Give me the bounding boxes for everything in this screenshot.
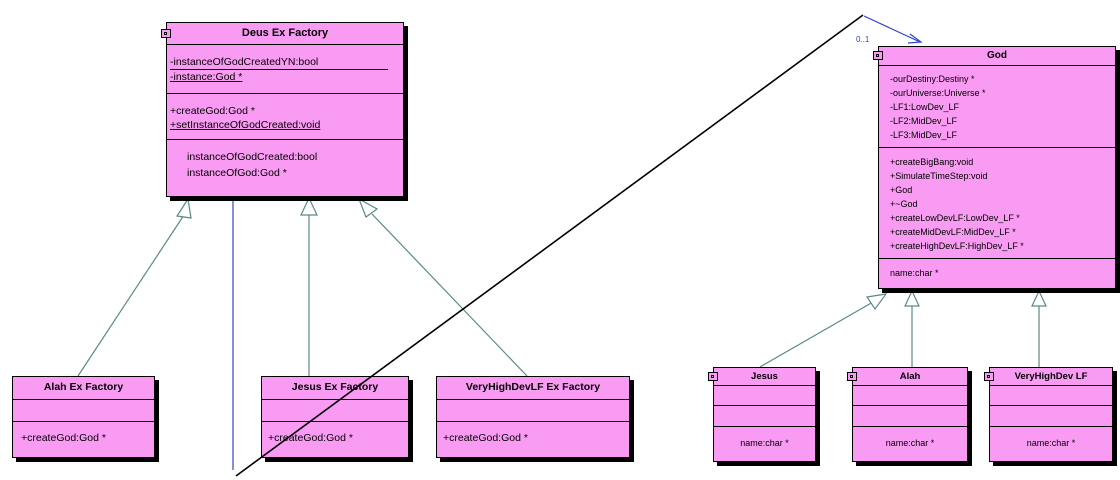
method: +createGod:God * [170, 105, 255, 117]
properties-section: name:char * [853, 427, 967, 448]
inheritance-jesus [759, 293, 888, 368]
class-title: God [987, 50, 1007, 61]
property: name:char * [1026, 438, 1076, 448]
component-icon [708, 371, 718, 381]
method: +setInstanceOfGodCreated:void [170, 119, 321, 131]
attributes-section: -ourDestiny:Destiny * -ourUniverse:Unive… [879, 66, 1115, 148]
empty-section [853, 386, 967, 406]
empty-section [13, 399, 154, 422]
class-title: Deus Ex Factory [241, 27, 329, 39]
empty-section [262, 399, 408, 422]
attribute: -ourDestiny:Destiny * [890, 74, 975, 84]
class-header: Jesus [708, 368, 815, 386]
class-jesus-ex-factory[interactable]: Jesus Ex Factory +createGod:God * [261, 376, 409, 458]
empty-section [990, 386, 1112, 406]
class-jesus[interactable]: Jesus name:char * [708, 367, 816, 462]
component-icon [984, 371, 994, 381]
property: instanceOfGodCreated:bool [187, 151, 318, 163]
method: +SimulateTimeStep:void [890, 171, 988, 181]
methods-section: +createBigBang:void +SimulateTimeStep:vo… [879, 148, 1115, 259]
class-veryhighdevlf-ex-factory[interactable]: VeryHighDevLF Ex Factory +createGod:God … [436, 376, 630, 458]
class-title: Jesus Ex Factory [291, 381, 379, 393]
properties-section: instanceOfGodCreated:bool instanceOfGod:… [167, 140, 403, 181]
multiplicity-label: 0..1 [856, 35, 870, 44]
properties-section: name:char * [990, 427, 1112, 448]
class-header: Deus Ex Factory [161, 23, 403, 45]
properties-section: name:char * [714, 427, 815, 448]
class-header: God [873, 47, 1115, 66]
method: +createLowDevLF:LowDev_LF * [890, 213, 1020, 223]
association-god [863, 15, 923, 44]
class-deus-ex-factory[interactable]: Deus Ex Factory -instanceOfGodCreatedYN:… [161, 22, 404, 197]
class-god[interactable]: God -ourDestiny:Destiny * -ourUniverse:U… [873, 46, 1116, 289]
class-header: Alah [847, 368, 967, 386]
inheritance-alah-factory [77, 197, 192, 377]
property: name:char * [885, 438, 935, 448]
method: +createMidDevLF:MidDev_LF * [890, 227, 1016, 237]
empty-section [714, 406, 815, 427]
class-title: VeryHighDev LF [1014, 371, 1088, 382]
attribute: -LF2:MidDev_LF [890, 116, 958, 126]
inheritance-alah [904, 289, 920, 367]
method: +God [890, 185, 913, 195]
method: +createGod:God * [443, 432, 528, 444]
property: instanceOfGod:God * [187, 167, 287, 179]
empty-section [437, 399, 629, 422]
class-header: Jesus Ex Factory [262, 377, 408, 399]
empty-section [853, 406, 967, 427]
component-icon [161, 28, 171, 38]
inheritance-vhd-factory [357, 197, 528, 377]
component-icon [873, 51, 883, 60]
attribute: -instanceOfGodCreatedYN:bool [170, 56, 388, 70]
inheritance-jesus-factory [300, 196, 318, 376]
class-alah-ex-factory[interactable]: Alah Ex Factory +createGod:God * [12, 376, 155, 458]
attribute: -instance:God * [170, 71, 243, 83]
class-alah[interactable]: Alah name:char * [847, 367, 968, 462]
methods-section: +createGod:God * [262, 422, 408, 444]
property: name:char * [890, 268, 939, 278]
class-veryhighdev-lf[interactable]: VeryHighDev LF name:char * [984, 367, 1113, 462]
methods-section: +createGod:God * [437, 422, 629, 444]
empty-section [990, 406, 1112, 427]
inheritance-vhd [1031, 289, 1047, 367]
attribute: -LF1:LowDev_LF [890, 102, 960, 112]
method: +~God [890, 199, 918, 209]
component-icon [847, 371, 857, 381]
attribute: -ourUniverse:Universe * [890, 88, 986, 98]
attributes-section: -instanceOfGodCreatedYN:bool -instance:G… [167, 45, 403, 94]
property: name:char * [740, 438, 789, 448]
method: +createHighDevLF:HighDev_LF * [890, 241, 1024, 251]
class-title: Alah [899, 371, 921, 382]
methods-section: +createGod:God * +setInstanceOfGodCreate… [167, 94, 403, 140]
class-title: Jesus [751, 371, 778, 382]
method: +createGod:God * [268, 432, 353, 444]
properties-section: name:char * [879, 259, 1115, 278]
class-title: Alah Ex Factory [43, 381, 124, 393]
empty-section [714, 386, 815, 406]
class-header: Alah Ex Factory [13, 377, 154, 399]
methods-section: +createGod:God * [13, 422, 154, 444]
method: +createGod:God * [21, 432, 106, 444]
attribute: -LF3:MidDev_LF [890, 130, 958, 140]
class-title: VeryHighDevLF Ex Factory [465, 381, 601, 393]
method: +createBigBang:void [890, 157, 974, 167]
class-header: VeryHighDevLF Ex Factory [437, 377, 629, 399]
class-header: VeryHighDev LF [984, 368, 1112, 386]
